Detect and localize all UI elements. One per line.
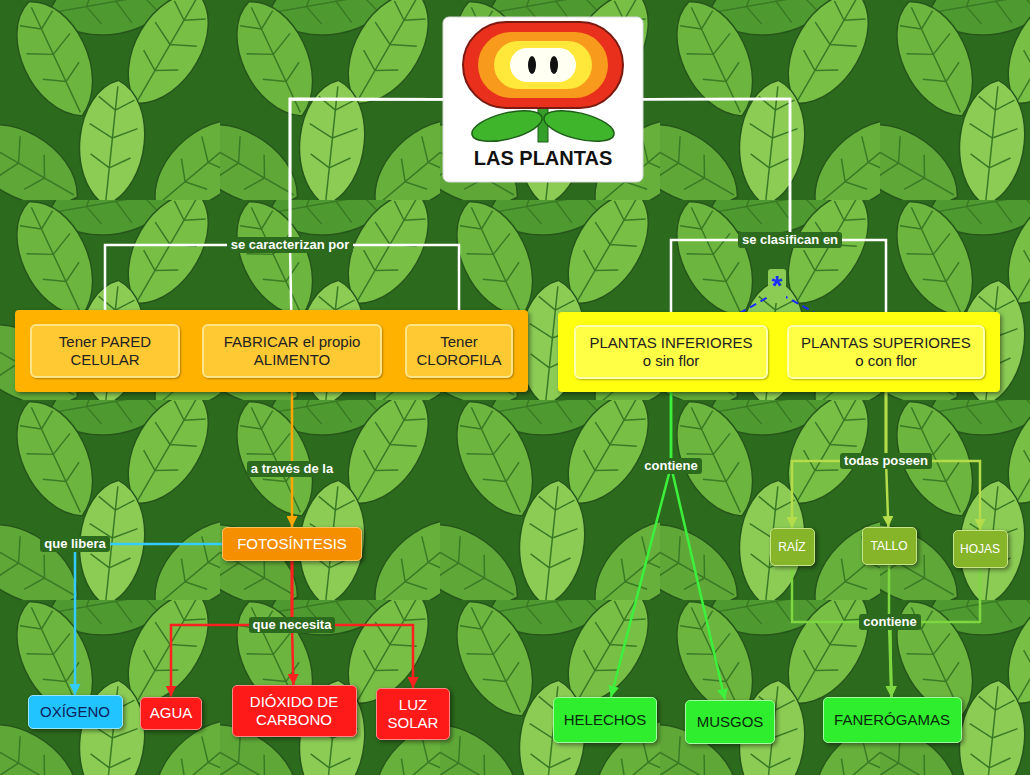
linking-phrase: se clasifican en: [738, 232, 842, 248]
connector: [611, 379, 671, 697]
connector: [643, 99, 790, 325]
linking-phrase: contiene: [640, 458, 701, 474]
connector: [290, 99, 459, 324]
fire-flower-icon: [463, 22, 623, 147]
concept-box: FABRICAR el propio ALIMENTO: [202, 324, 382, 378]
connector: [105, 99, 443, 324]
product-box: OXÍGENO: [28, 695, 123, 729]
connector: [290, 99, 443, 324]
concept-box: PLANTAS SUPERIORES o con flor: [787, 325, 985, 379]
input-box: DIÓXIDO DE CARBONO: [232, 685, 357, 737]
part-box: HOJAS: [953, 530, 1008, 568]
connector: [643, 99, 886, 325]
concept-box: PLANTAS INFERIORES o sin flor: [574, 325, 768, 379]
node-label: TALLO: [870, 539, 907, 553]
example-box: MUSGOS: [685, 700, 775, 744]
node-label: LAS PLANTAS: [474, 146, 613, 170]
node-label: PLANTAS INFERIORES o sin flor: [586, 334, 756, 370]
node-label: HOJAS: [960, 542, 1000, 556]
concept-box: Tener CLOROFILA: [405, 324, 513, 378]
input-box: LUZ SOLAR: [376, 688, 450, 740]
part-box: TALLO: [862, 527, 917, 565]
node-label: RAÍZ: [778, 540, 805, 554]
node-label: HELECHOS: [564, 711, 647, 729]
linking-phrase: contiene: [859, 614, 920, 630]
node-label: Tener CLOROFILA: [413, 333, 505, 369]
title-card: [443, 17, 643, 182]
feature-band: Tener PARED CELULAR FABRICAR el propio AL…: [15, 310, 528, 392]
example-box: HELECHOS: [553, 697, 657, 743]
linking-phrase: todas poseen: [840, 453, 932, 469]
concept-box: Tener PARED CELULAR: [30, 324, 180, 378]
linking-phrase: se caracterizan por: [227, 237, 354, 253]
connector: [792, 566, 892, 697]
connector: [890, 568, 980, 697]
title-box: LAS PLANTAS: [443, 17, 643, 182]
node-label: FABRICAR el propio ALIMENTO: [212, 333, 372, 369]
node-label: FOTOSÍNTESIS: [237, 535, 347, 553]
example-box: FANERÓGAMAS: [823, 697, 962, 743]
node-label: PLANTAS SUPERIORES o con flor: [798, 334, 975, 370]
linking-phrase: que necesita: [249, 617, 336, 633]
classification-band: PLANTAS INFERIORES o sin flor PLANTAS SUP…: [558, 312, 1000, 392]
node-label: OXÍGENO: [40, 703, 110, 721]
linking-phrase: a través de la: [247, 461, 337, 477]
node-label: Tener PARED CELULAR: [40, 333, 170, 369]
process-box: FOTOSÍNTESIS: [222, 527, 362, 561]
connector: [291, 378, 294, 527]
node-label: MUSGOS: [697, 713, 764, 731]
linking-phrase: que libera: [40, 536, 109, 552]
node-label: DIÓXIDO DE CARBONO: [242, 693, 347, 729]
linking-phrase: *: [768, 269, 787, 303]
node-label: LUZ SOLAR: [385, 696, 441, 732]
node-label: AGUA: [150, 704, 193, 722]
node-label: FANERÓGAMAS: [834, 711, 950, 729]
connector: [75, 544, 222, 695]
connector: [671, 379, 725, 700]
input-box: AGUA: [140, 697, 202, 730]
part-box: RAÍZ: [770, 528, 815, 566]
